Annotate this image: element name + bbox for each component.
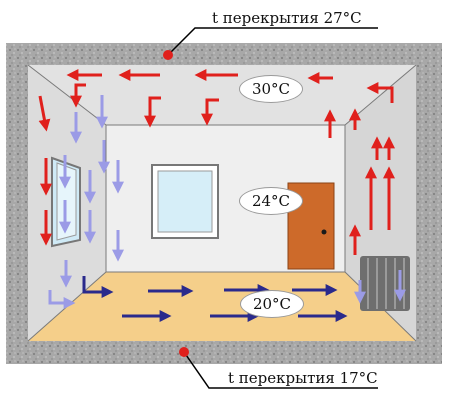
floor-air-arrows [82,276,348,322]
ceiling-measure-point [163,50,173,60]
floor-slab-temperature: t перекрытия 17°C [228,369,378,387]
mid-room-air-temperature: 24°C [239,187,303,215]
warm-air-arrows [38,69,395,255]
ceiling-air-temperature: 30°C [239,75,303,103]
callout-lines [167,27,378,389]
room-interior [27,64,417,342]
back-window [151,164,219,239]
floor-measure-point [179,347,189,357]
cool-air-arrows [48,95,406,309]
ceiling-slab-temperature: t перекрытия 27°C [212,9,362,27]
floor-air-temperature: 20°C [240,290,304,318]
radiator [360,256,410,311]
